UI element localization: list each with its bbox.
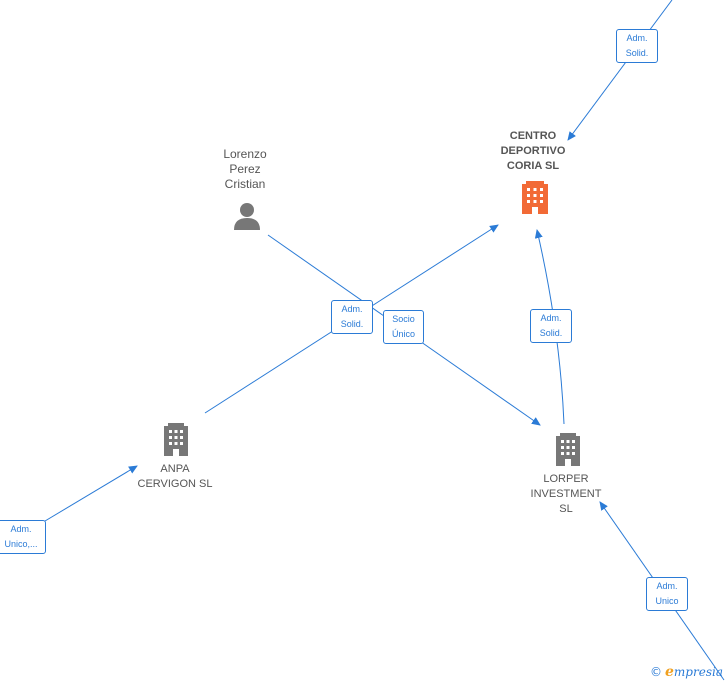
edge-label-line: Adm. [656, 581, 678, 591]
edge-label-anpa-centro[interactable]: Adm. Solid. [331, 300, 373, 334]
node-label-line: LORPER [543, 473, 589, 485]
edge-into-anpa [39, 465, 138, 525]
node-label-lorenzo[interactable]: Lorenzo Perez Cristian [205, 147, 285, 192]
brand-initial: e [665, 664, 674, 680]
edge-label-lorenzo-lorper[interactable]: Socio Único [383, 310, 424, 344]
edge-label-top[interactable]: Adm. Solid. [616, 29, 658, 63]
edge-label-into-lorper[interactable]: Adm. Unico [646, 577, 688, 611]
node-label-line: Perez [229, 162, 261, 176]
building-icon [522, 181, 548, 214]
copyright-symbol: © [650, 665, 662, 679]
node-label-anpa[interactable]: ANPA CERVIGON SL [125, 462, 225, 492]
edge-label-line: Solid. [539, 328, 563, 338]
node-label-line: CERVIGON SL [137, 478, 213, 490]
node-label-line: ANPA [160, 463, 190, 475]
edge-label-line: Adm. [341, 304, 363, 314]
edge-label-line: Solid. [340, 319, 364, 329]
node-label-line: DEPORTIVO [500, 145, 566, 157]
person-icon [234, 203, 260, 230]
edge-label-line: Adm. [10, 524, 32, 534]
brand-name: mpresia [673, 665, 723, 679]
node-label-line: INVESTMENT [530, 488, 602, 500]
edge-label-into-anpa[interactable]: Adm. Unico,... [0, 520, 46, 554]
edge-label-line: Adm. [540, 313, 562, 323]
node-label-line: CORIA SL [506, 160, 560, 172]
edges [39, 0, 725, 681]
empresia-watermark: ©empresia [650, 664, 723, 680]
edge-label-line: Único [391, 329, 415, 339]
node-label-centro[interactable]: CENTRO DEPORTIVO CORIA SL [483, 129, 583, 174]
edge-label-line: Socio [392, 314, 415, 324]
node-label-lorper[interactable]: LORPER INVESTMENT SL [516, 472, 616, 517]
edge-label-line: Solid. [625, 48, 649, 58]
edge-label-lorper-centro[interactable]: Adm. Solid. [530, 309, 572, 343]
building-icon [556, 433, 580, 466]
edge-label-line: Adm. [626, 33, 648, 43]
edge-label-line: Unico,... [4, 539, 38, 549]
building-icon [164, 423, 188, 456]
node-label-line: Cristian [224, 177, 266, 191]
node-label-line: SL [559, 503, 573, 515]
edge-label-line: Unico [655, 596, 679, 606]
node-label-line: CENTRO [509, 130, 557, 142]
node-label-line: Lorenzo [223, 147, 267, 161]
edge-top-to-centro [567, 0, 673, 141]
